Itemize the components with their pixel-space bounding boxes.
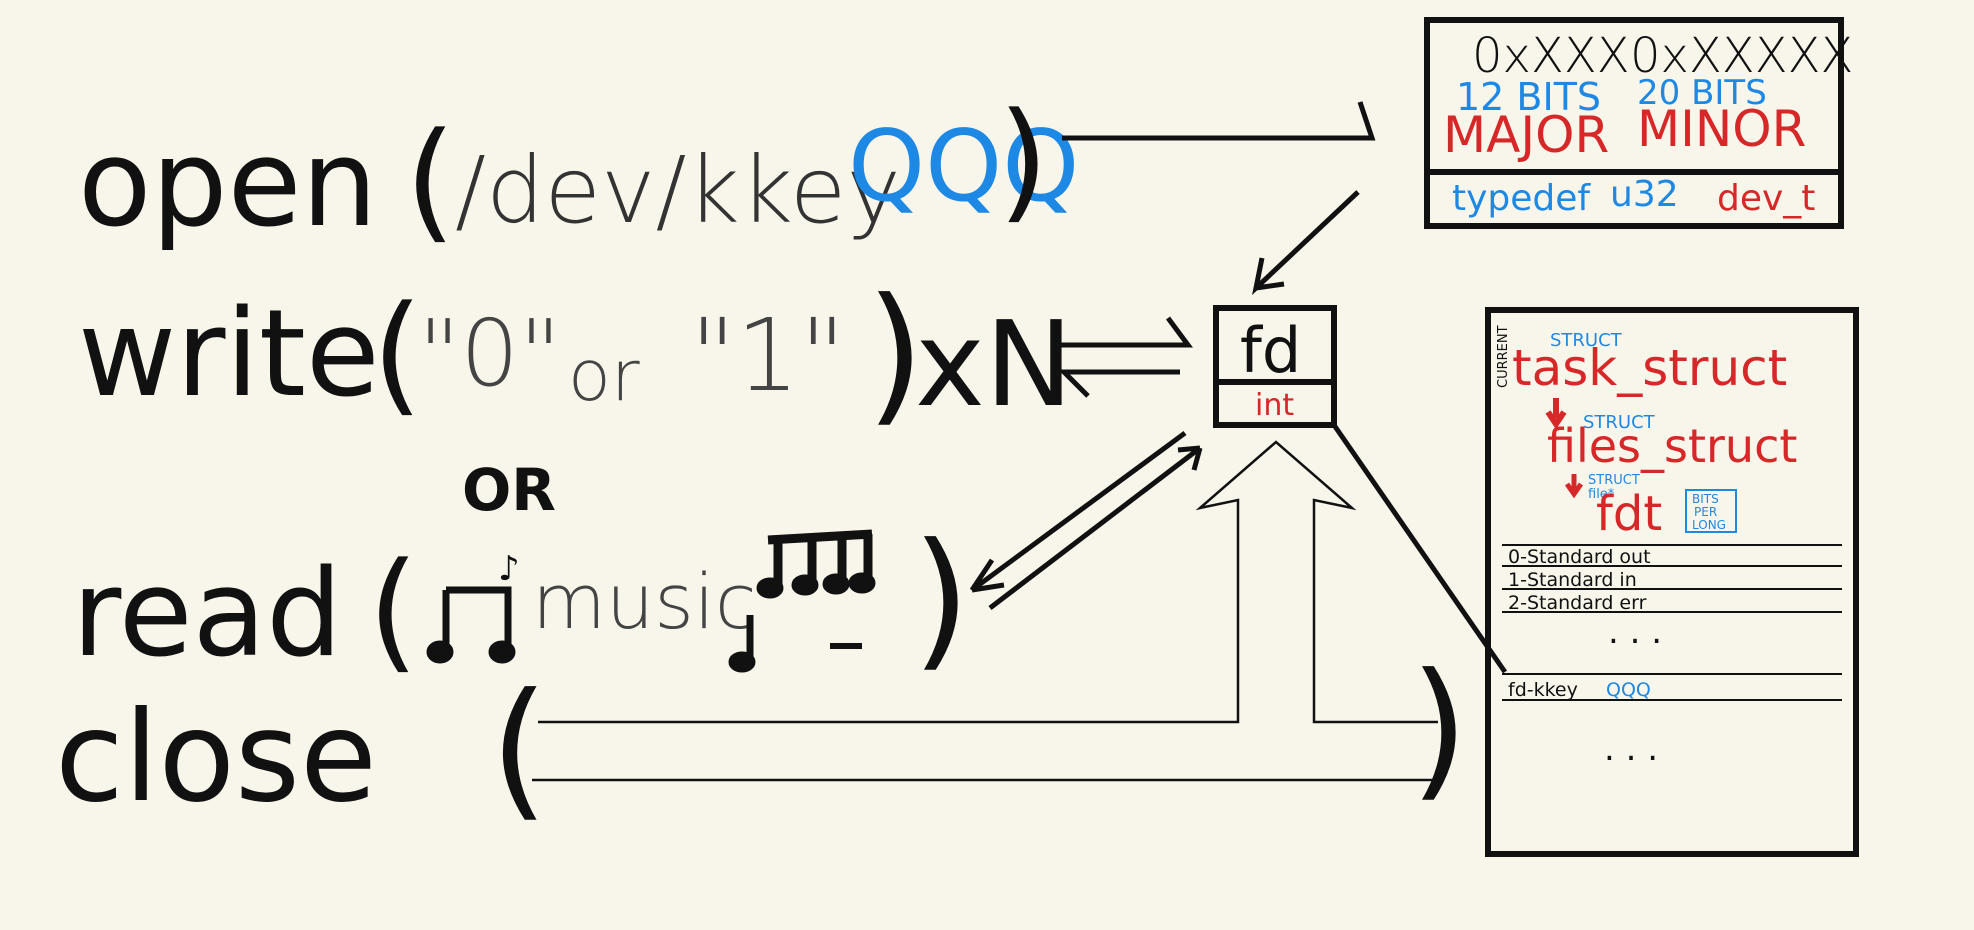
fd-label: fd [1240, 314, 1301, 387]
red-down-arrow-icon-2 [1564, 474, 1584, 499]
minor-bits: 20 BITS [1637, 73, 1767, 113]
major-bits: 12 BITS [1456, 75, 1601, 119]
write-quote-0: "0" [418, 300, 561, 407]
music-note-icon: ♪ [426, 549, 520, 664]
struct-label-2: STRUCT [1583, 412, 1656, 433]
per-label: PER [1694, 505, 1717, 519]
fd-row-2: 2-Standard err [1508, 592, 1647, 614]
red-down-arrow-icon [1545, 398, 1567, 430]
close-call: close [55, 685, 377, 830]
struct-label-1: STRUCT [1550, 330, 1623, 351]
or-label: OR [462, 456, 556, 524]
bits-label: BITS [1692, 492, 1719, 506]
task-struct-box: CURRENT STRUCT task_struct STRUCT files_… [1485, 307, 1859, 857]
fd-kkey-suffix: QQQ [1606, 679, 1651, 701]
open-path: /dev/kkey [455, 137, 901, 244]
write-quote-1: "1" [690, 297, 846, 414]
open-close-paren: ) [998, 84, 1049, 236]
current-label: CURRENT [1496, 325, 1511, 388]
open-arrow [1062, 101, 1376, 141]
minor-hex: 0xXXXXX [1630, 28, 1853, 84]
read-paren: ( [368, 534, 419, 686]
struct-label-3: STRUCT [1588, 473, 1640, 488]
svg-text:♪: ♪ [498, 549, 520, 589]
dev-t-box: 0xXXX 0xXXXXX 12 BITS 20 BITS MAJOR MINO… [1424, 17, 1853, 229]
files-struct-label: files_struct [1547, 419, 1797, 473]
task-struct-label: task_struct [1512, 339, 1787, 397]
read-music: music [532, 557, 757, 646]
fd-row-0: 0-Standard out [1508, 546, 1651, 568]
fd-to-table-line [1331, 423, 1508, 674]
fd-box: fd int [1213, 305, 1337, 428]
major-label: MAJOR [1443, 106, 1609, 164]
read-call: read [72, 545, 342, 684]
fd-kkey-row: fd-kkey [1508, 679, 1578, 701]
write-times-n: xN [915, 295, 1073, 433]
fd-dots-2: . . . [1604, 729, 1658, 769]
typedef-label: typedef [1452, 178, 1591, 219]
open-call: open [78, 115, 377, 254]
write-paren: ( [372, 277, 423, 429]
open-suffix: QQQ [848, 110, 1079, 224]
read-close-paren: ) [912, 512, 971, 686]
close-hollow-arrow [532, 440, 1442, 782]
major-hex: 0xXXX [1472, 28, 1630, 84]
write-call: write [78, 285, 380, 424]
file-hash-label: file* [1588, 487, 1615, 502]
write-fd-arrows [1057, 316, 1193, 398]
bits-per-long-box [1685, 489, 1737, 533]
devt-to-fd-arrow [1252, 190, 1360, 296]
u32-label: u32 [1610, 174, 1679, 215]
close-close-paren: ) [1410, 642, 1469, 816]
open-paren: ( [405, 104, 456, 256]
minor-label: MINOR [1637, 100, 1806, 158]
fd-dots-1: . . . [1608, 612, 1662, 652]
fdt-label: fdt [1596, 486, 1662, 542]
music-notes-icon [728, 529, 876, 673]
fd-table-lines [1502, 544, 1842, 701]
write-close-paren: ) [866, 267, 925, 441]
fd-type: int [1255, 388, 1294, 423]
write-or: or [568, 335, 640, 417]
long-label: LONG [1692, 518, 1726, 532]
dev-t-label: dev_t [1717, 178, 1815, 219]
fd-read-arrows [969, 430, 1203, 610]
close-paren: ( [490, 662, 549, 836]
fd-row-1: 1-Standard in [1508, 569, 1637, 591]
